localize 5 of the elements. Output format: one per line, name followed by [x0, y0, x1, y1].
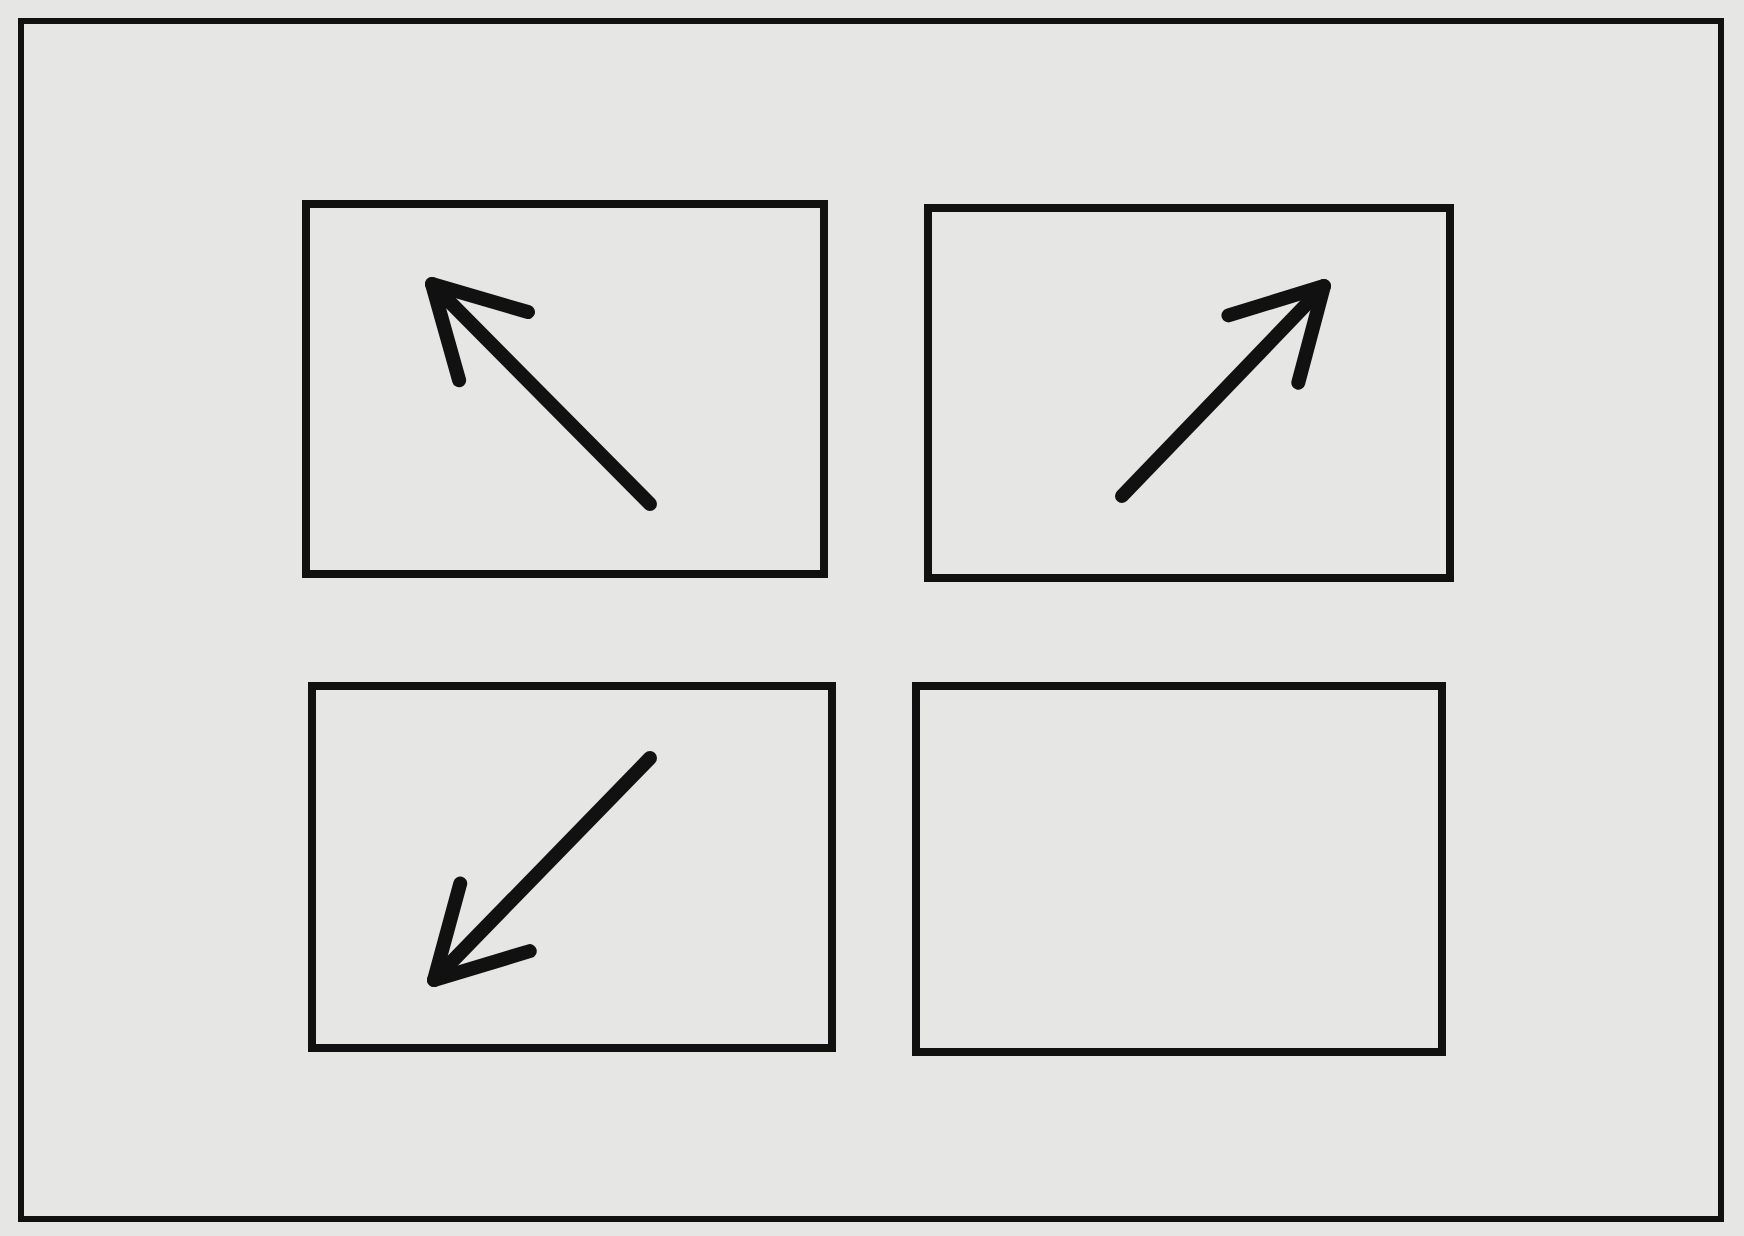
frame-box: [18, 18, 1724, 1222]
panel-box: [912, 682, 1446, 1056]
panel-box: [302, 200, 828, 578]
panel-box: [308, 682, 836, 1052]
panel-box: [924, 204, 1454, 582]
